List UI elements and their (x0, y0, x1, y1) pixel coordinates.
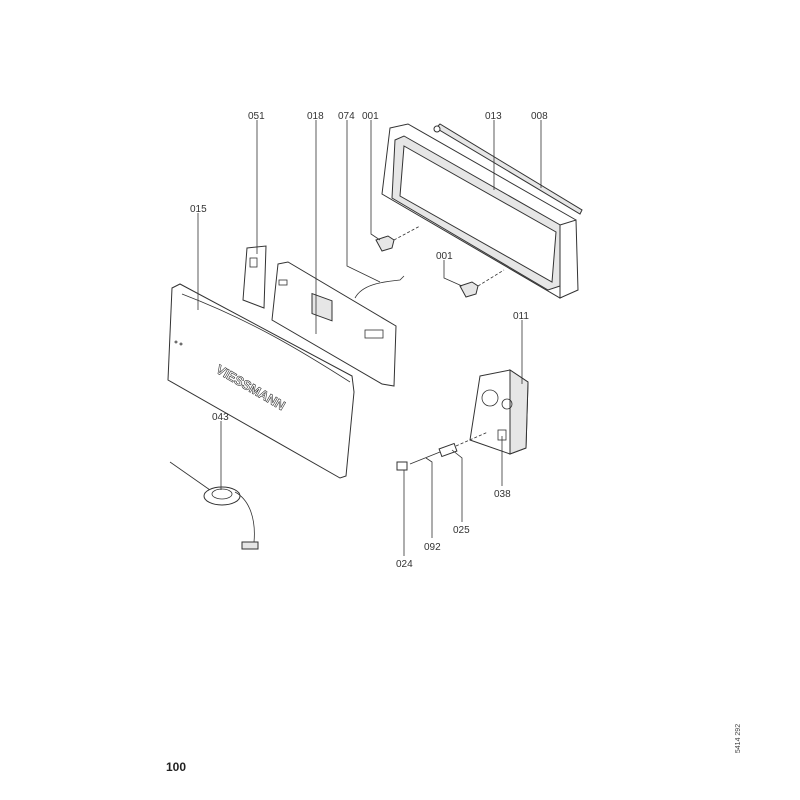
label-018: 018 (307, 111, 324, 122)
part-001-clip-a (375, 225, 421, 252)
part-001-clip-b (459, 269, 505, 298)
part-013-frame (381, 123, 579, 299)
label-024: 024 (396, 559, 413, 570)
label-001-a: 001 (362, 111, 379, 122)
label-043: 043 (212, 412, 229, 423)
part-011-box (469, 369, 529, 455)
label-038: 038 (494, 489, 511, 500)
label-015: 015 (190, 204, 207, 215)
label-074: 074 (338, 111, 355, 122)
label-011: 011 (513, 311, 529, 322)
label-092: 092 (424, 542, 441, 553)
label-013: 013 (485, 111, 502, 122)
label-008: 008 (531, 111, 548, 122)
part-008-strip (433, 123, 583, 215)
document-code: 5414 292 (735, 723, 743, 754)
part-074-cable (354, 275, 405, 299)
part-024-cap (396, 461, 408, 471)
part-018-control-panel (271, 261, 397, 387)
part-043-sensor (169, 461, 259, 550)
part-092-pin (409, 451, 441, 465)
part-015-front-cover: VIESSMANN (167, 283, 355, 479)
label-051: 051 (248, 111, 265, 122)
leader-lines (197, 120, 542, 556)
label-001-b: 001 (436, 251, 453, 262)
page-number: 100 (166, 760, 187, 774)
part-025-sleeve (438, 431, 489, 458)
part-051-module (242, 245, 267, 309)
label-025: 025 (453, 525, 470, 536)
